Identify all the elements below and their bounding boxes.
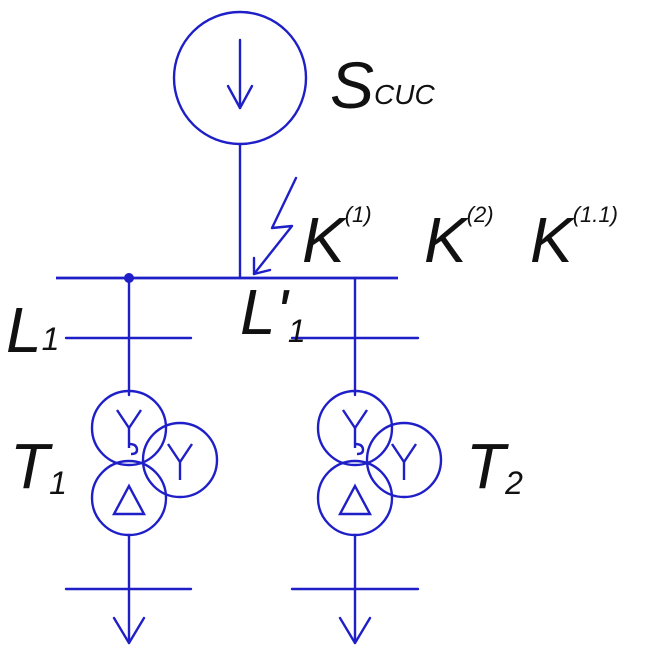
load-arrow-icon <box>290 533 420 645</box>
fault-label-2: K(2) <box>424 202 494 276</box>
line-label-2: L'1 <box>240 276 306 349</box>
three-winding-transformer-icon <box>316 389 443 537</box>
lightning-icon <box>252 176 298 276</box>
fault-label-3: K(1.1) <box>530 202 618 276</box>
branch-right <box>290 276 420 397</box>
transformer-label-1: T1 <box>10 430 67 502</box>
branch-left <box>64 276 193 397</box>
fault-label-1: K(1) <box>302 202 372 276</box>
line-label-1: L1 <box>6 294 59 366</box>
power-source-icon <box>172 10 308 146</box>
transformer-label-2: T2 <box>466 430 523 502</box>
source-label: SCUC <box>330 48 435 122</box>
load-arrow-icon <box>64 533 193 645</box>
three-winding-transformer-icon <box>90 389 219 537</box>
